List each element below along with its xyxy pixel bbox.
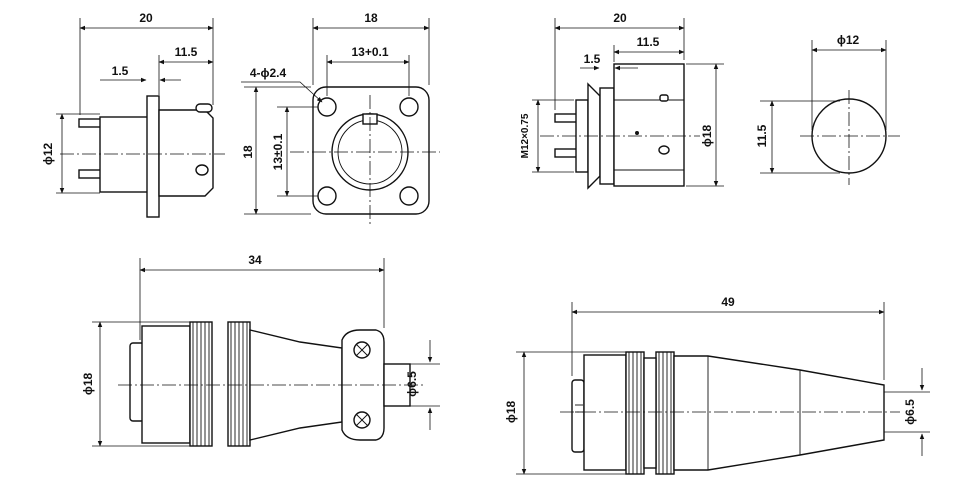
- dim-body-11-5: 11.5: [175, 45, 198, 59]
- dim-cable-6-5: ϕ6.5: [405, 371, 419, 397]
- dim-flange-1-5: 1.5: [112, 64, 129, 78]
- dim-length-20: 20: [613, 11, 627, 25]
- dim-flange-1-5: 1.5: [584, 52, 601, 66]
- dim-length-20: 20: [139, 11, 153, 25]
- dim-diameter-18: ϕ18: [81, 373, 95, 396]
- plug-assembly-view: 34 ϕ18 ϕ6.5: [81, 253, 440, 447]
- panel-socket-side-view: 20 11.5 1.5 ϕ12: [41, 11, 225, 218]
- dim-height-18: 18: [241, 145, 255, 159]
- dim-cutout-flat: 11.5: [755, 124, 769, 147]
- dim-diameter-18: ϕ18: [504, 401, 518, 424]
- dim-vertical-spacing: 13±0.1: [271, 133, 285, 170]
- dim-cable-6-5: ϕ6.5: [903, 399, 917, 425]
- dim-length-49: 49: [721, 295, 735, 309]
- dim-diameter-12: ϕ12: [41, 143, 55, 166]
- dim-length-34: 34: [248, 253, 262, 267]
- dim-body-11-5: 11.5: [637, 35, 660, 49]
- dim-cutout-diameter: ϕ12: [837, 33, 860, 47]
- panel-socket-front-view: 18 13+0.1 4-ϕ2.4 18 13±0.1: [241, 11, 440, 225]
- dim-holes-4x: 4-ϕ2.4: [250, 66, 287, 80]
- dim-diameter-18: ϕ18: [700, 125, 714, 148]
- dim-hole-spacing: 13+0.1: [351, 45, 388, 59]
- threaded-socket-side-view: 20 11.5 1.5 M12×0.75 ϕ18: [520, 11, 724, 190]
- cable-plug-view: 49 ϕ18 ϕ6.5: [504, 295, 930, 475]
- dim-width-18: 18: [364, 11, 378, 25]
- dim-thread: M12×0.75: [520, 113, 531, 158]
- panel-cutout-view: ϕ12 11.5: [755, 33, 900, 185]
